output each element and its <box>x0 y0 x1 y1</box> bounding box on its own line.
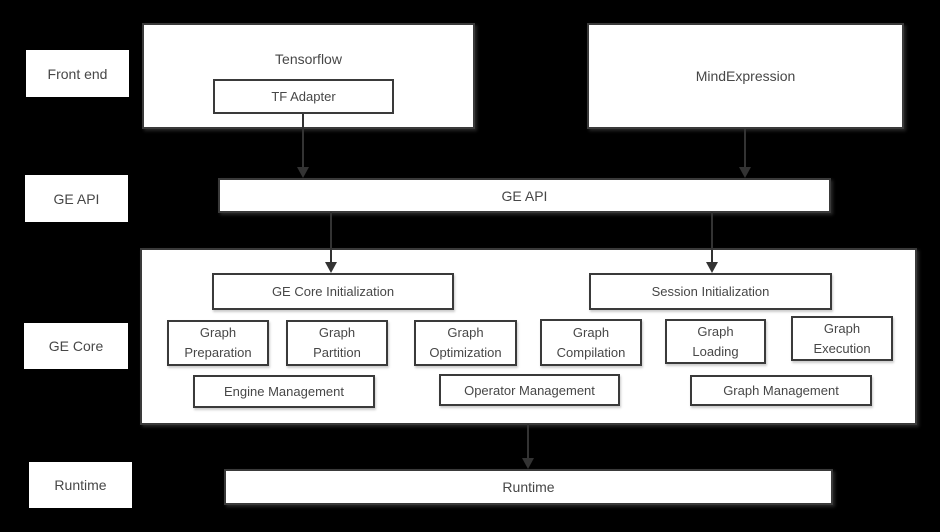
operator-management-box: Operator Management <box>439 374 620 406</box>
arrow-mindexpression-to-ge-api <box>739 129 751 178</box>
stage-label-line: Graph <box>199 325 237 340</box>
arrow-tf-adapter-to-ge-api <box>297 114 309 178</box>
arrow-head-icon <box>739 167 751 178</box>
ge-core-initialization-box: GE Core Initialization <box>212 273 454 310</box>
tensorflow-title: Tensorflow <box>275 51 342 67</box>
layer-label-ge-api: GE API <box>25 175 128 222</box>
arrow-head-icon <box>706 262 718 273</box>
arrow-ge-api-to-session-initialization <box>706 212 718 273</box>
stage-label-line: Graph <box>318 325 356 340</box>
graph-loading-box: Graph Loading <box>665 319 766 364</box>
layer-label-front-end: Front end <box>26 50 129 97</box>
graph-management-box: Graph Management <box>690 375 872 406</box>
graph-partition-box: Graph Partition <box>286 320 388 366</box>
stage-label-line: Graph <box>572 324 610 340</box>
tensorflow-box: Tensorflow TF Adapter <box>142 23 475 129</box>
runtime-bar: Runtime <box>224 469 833 505</box>
ge-api-bar: GE API <box>218 178 831 213</box>
stage-label-line: Graph <box>697 323 734 339</box>
layer-label-ge-core: GE Core <box>24 323 128 369</box>
arrow-ge-core-to-runtime <box>522 424 534 469</box>
stage-label-line: Graph <box>447 325 484 340</box>
arrow-line <box>711 212 713 263</box>
stage-label-line: Preparation <box>184 345 252 360</box>
arrow-head-icon <box>522 458 534 469</box>
arrow-line <box>527 424 529 459</box>
graph-execution-box: Graph Execution <box>791 316 893 361</box>
graph-compilation-box: Graph Compilation <box>540 319 642 366</box>
stage-label-line: Loading <box>692 343 739 359</box>
ge-core-container: GE Core Initialization Session Initializ… <box>140 248 917 425</box>
graph-optimization-box: Graph Optimization <box>414 320 517 366</box>
layer-label-runtime: Runtime <box>29 462 132 508</box>
stage-label-line: Execution <box>813 340 871 356</box>
stage-label-line: Partition <box>313 345 361 360</box>
arrow-line <box>302 114 304 168</box>
stage-label-line: Compilation <box>556 344 626 360</box>
arrow-head-icon <box>297 167 309 178</box>
session-initialization-box: Session Initialization <box>589 273 832 310</box>
graph-preparation-box: Graph Preparation <box>167 320 269 366</box>
arrow-ge-api-to-ge-core-initialization <box>325 212 337 273</box>
stage-label-line: Optimization <box>429 345 502 360</box>
arrow-head-icon <box>325 262 337 273</box>
mindexpression-box: MindExpression <box>587 23 904 129</box>
tf-adapter-box: TF Adapter <box>213 79 394 114</box>
engine-management-box: Engine Management <box>193 375 375 408</box>
stage-label-line: Graph <box>823 320 861 336</box>
arrow-line <box>744 129 746 168</box>
arrow-line <box>330 212 332 263</box>
